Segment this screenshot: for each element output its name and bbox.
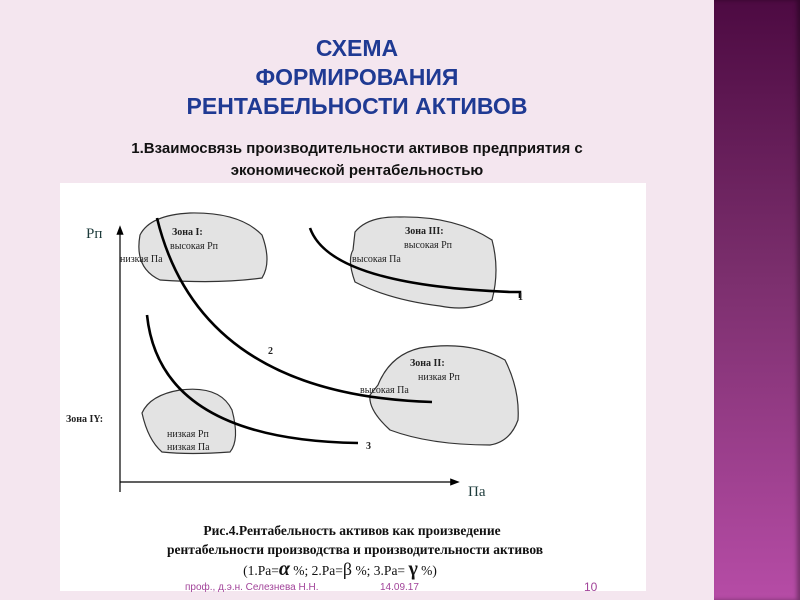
curve-label: 1	[518, 292, 523, 303]
zone-label: Зона I:	[172, 227, 203, 238]
subtitle-line: экономической рентабельностью	[230, 162, 484, 179]
zone-label: Зона IY:	[66, 414, 103, 425]
zone-label: Зона II:	[410, 358, 445, 369]
x-axis-label: Па	[468, 484, 486, 500]
zone-text: низкая Па	[120, 254, 163, 265]
diagram: Рп Па Зона I: высокая Рп низкая Па Зона …	[66, 212, 543, 580]
zone-text: низкая Рп	[167, 429, 209, 440]
zone-text: низкая Па	[167, 442, 210, 453]
zone-text: высокая Па	[352, 254, 401, 265]
zone-label: Зона III:	[405, 226, 444, 237]
caption-line: (1.Ра=α %; 2.Ра=β %; 3.Ра= γ %)	[243, 558, 437, 580]
curve-label: 3	[366, 441, 371, 452]
title-line: СХЕМА	[315, 35, 399, 61]
y-axis-label: Рп	[86, 226, 102, 242]
slide-subtitle: 1.Взаимосвязь производительности активов…	[20, 138, 694, 182]
zone-3-blob	[349, 216, 497, 309]
curve-3	[145, 314, 359, 445]
page-number: 10	[584, 580, 598, 594]
decorative-side-band	[714, 0, 800, 600]
footer-author: проф., д.э.н. Селезнева Н.Н.	[185, 582, 319, 593]
title-line: РЕНТАБЕЛЬНОСТИ АКТИВОВ	[186, 93, 528, 119]
zone-text: низкая Рп	[418, 372, 460, 383]
subtitle-line: 1.Взаимосвязь производительности активов…	[131, 140, 583, 157]
zone-2-blob	[369, 345, 519, 446]
curve-label: 2	[268, 346, 273, 357]
slide-title: СХЕМА ФОРМИРОВАНИЯ РЕНТАБЕЛЬНОСТИ АКТИВО…	[0, 34, 714, 121]
caption-line: Рис.4.Рентабельность активов как произве…	[203, 523, 500, 538]
zone-1-blob	[138, 212, 268, 283]
caption-line: рентабельности производства и производит…	[167, 542, 543, 557]
title-line: ФОРМИРОВАНИЯ	[255, 64, 459, 90]
curve-2	[155, 217, 433, 404]
zone-4-blob	[141, 388, 237, 455]
zone-text: высокая Рп	[404, 240, 453, 251]
zone-text: высокая Па	[360, 385, 409, 396]
footer-date: 14.09.17	[380, 582, 419, 593]
figure: Рп Па Зона I: высокая Рп низкая Па Зона …	[60, 183, 646, 591]
curve-1	[308, 227, 522, 298]
zone-text: высокая Рп	[170, 241, 219, 252]
